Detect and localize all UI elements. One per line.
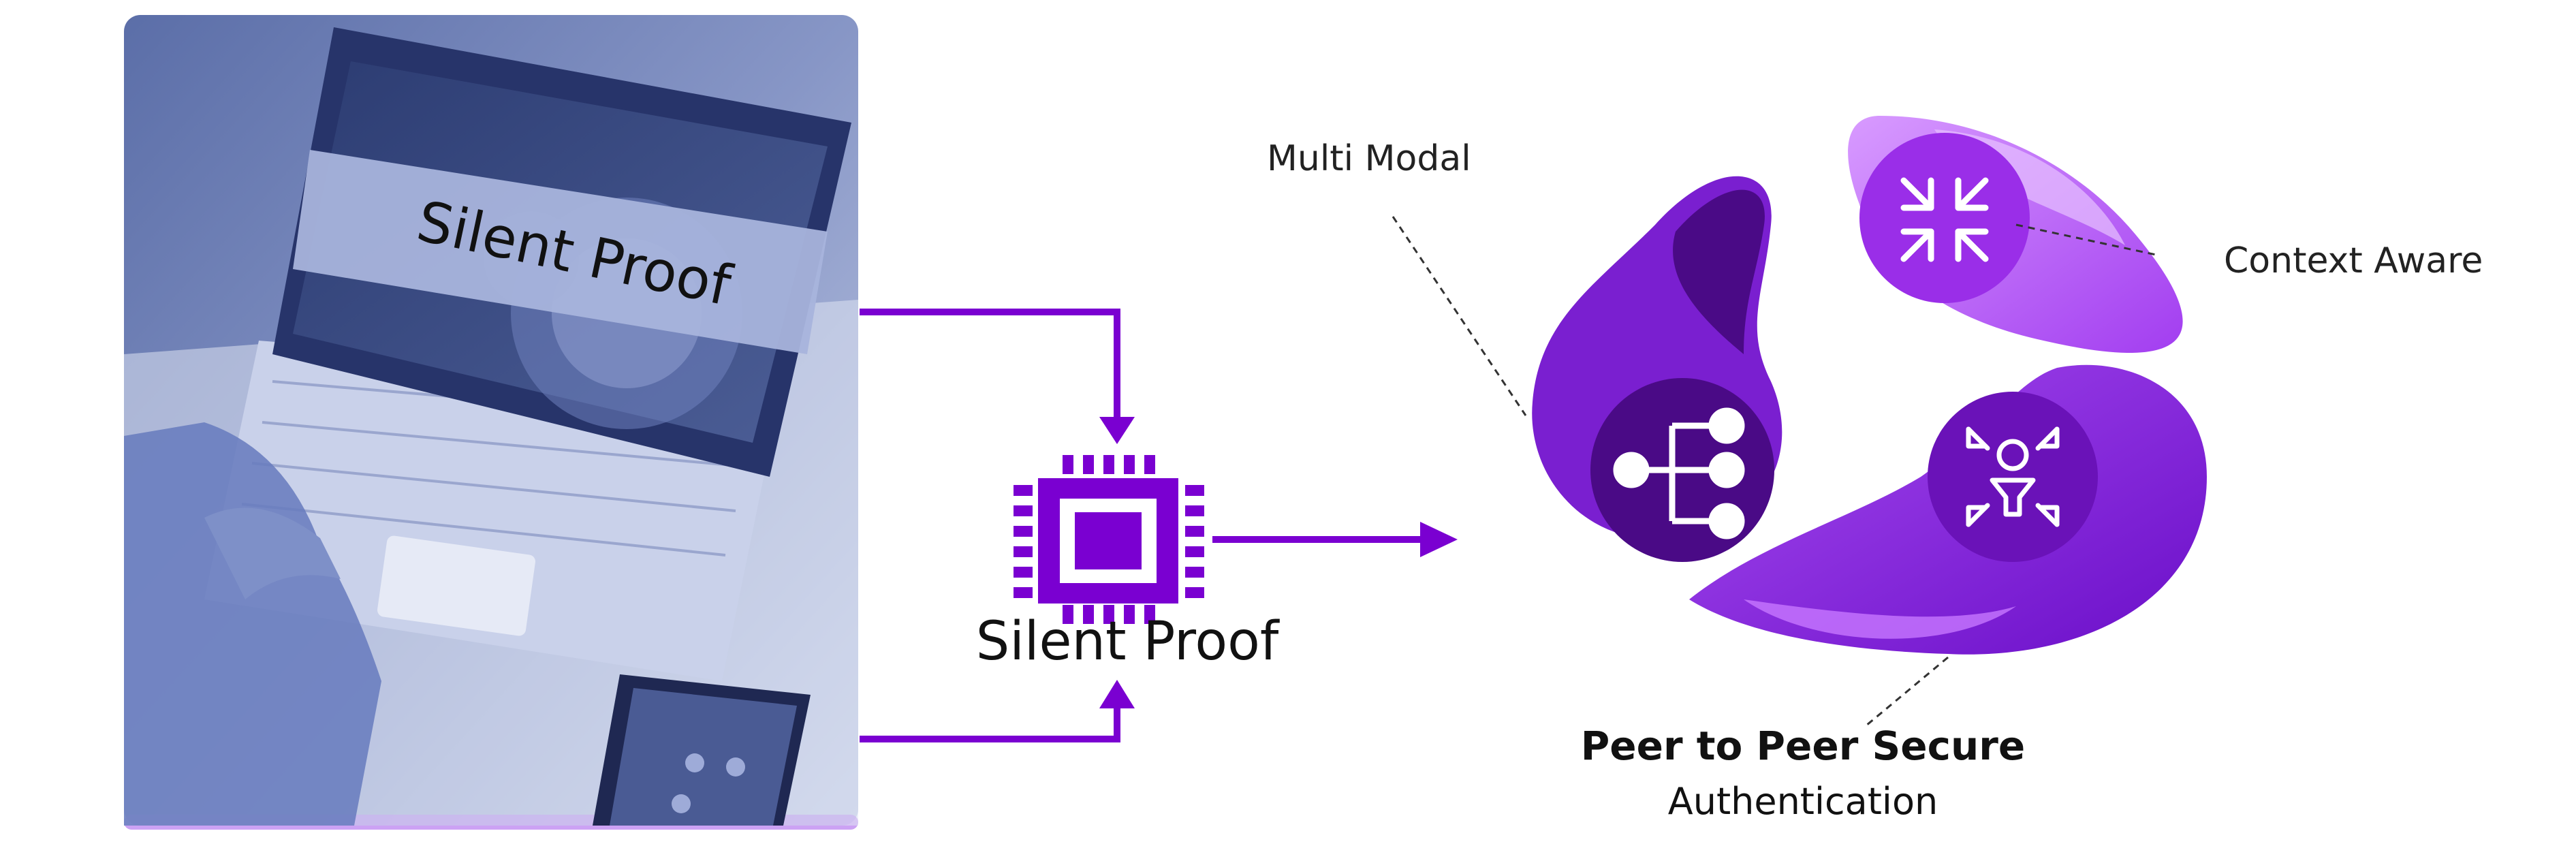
callout-multi-modal: Multi Modal xyxy=(1267,138,1471,179)
phone xyxy=(593,674,811,826)
arrows-collapse-icon xyxy=(1900,177,1989,262)
connector-bottom xyxy=(860,705,1120,742)
circle-context xyxy=(1859,133,2030,303)
callout-context-aware: Context Aware xyxy=(2224,240,2483,281)
circle-peer xyxy=(1928,392,2098,562)
hand xyxy=(124,422,381,826)
chip-label: Silent Proof xyxy=(976,611,1280,672)
swirl-graphic xyxy=(1532,116,2207,655)
arrowhead-up xyxy=(1099,680,1135,708)
processor-chip-icon xyxy=(1014,455,1204,624)
arrowhead-down xyxy=(1099,417,1135,444)
connector-top xyxy=(860,309,1120,419)
callout-peer-title: Peer to Peer Secure xyxy=(1581,723,2025,769)
hierarchy-tree-icon xyxy=(1613,407,1745,539)
photo-label-band: Silent Proof xyxy=(293,150,828,354)
callout-leaders xyxy=(1392,216,2160,727)
laptop-photo: Silent Proof xyxy=(124,15,858,830)
person-focus-icon xyxy=(1966,426,2060,527)
connector-right xyxy=(1212,522,1458,557)
callout-peer-subtitle: Authentication xyxy=(1668,780,1938,823)
